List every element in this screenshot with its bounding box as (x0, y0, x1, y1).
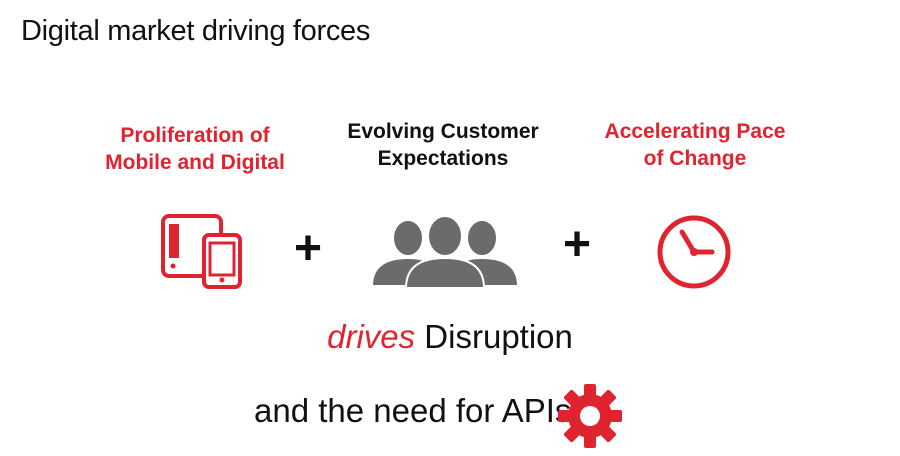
force-label-line: Evolving Customer (347, 120, 539, 143)
people-group-icon (370, 216, 520, 288)
force-label-customers: Evolving Customer Expectations (330, 118, 556, 172)
force-label-line: Mobile and Digital (105, 151, 285, 174)
result-emphasis: drives (327, 318, 416, 355)
force-label-mobile: Proliferation of Mobile and Digital (90, 122, 300, 176)
clock-icon (657, 215, 731, 289)
force-label-change: Accelerating Pace of Change (590, 118, 800, 172)
force-label-line: Expectations (377, 147, 509, 170)
plus-operator: + (294, 222, 323, 275)
mobile-devices-icon (161, 214, 242, 289)
gear-icon (558, 384, 622, 448)
result-statement: drives Disruption (0, 318, 900, 356)
force-label-line: Proliferation of (120, 124, 270, 147)
result-text: Disruption (415, 318, 573, 355)
conclusion-statement: and the need for APIs (254, 392, 572, 429)
force-label-line: Accelerating Pace (604, 120, 786, 143)
page-title: Digital market driving forces (21, 15, 371, 47)
plus-operator: + (563, 218, 592, 271)
force-label-line: of Change (643, 147, 747, 170)
